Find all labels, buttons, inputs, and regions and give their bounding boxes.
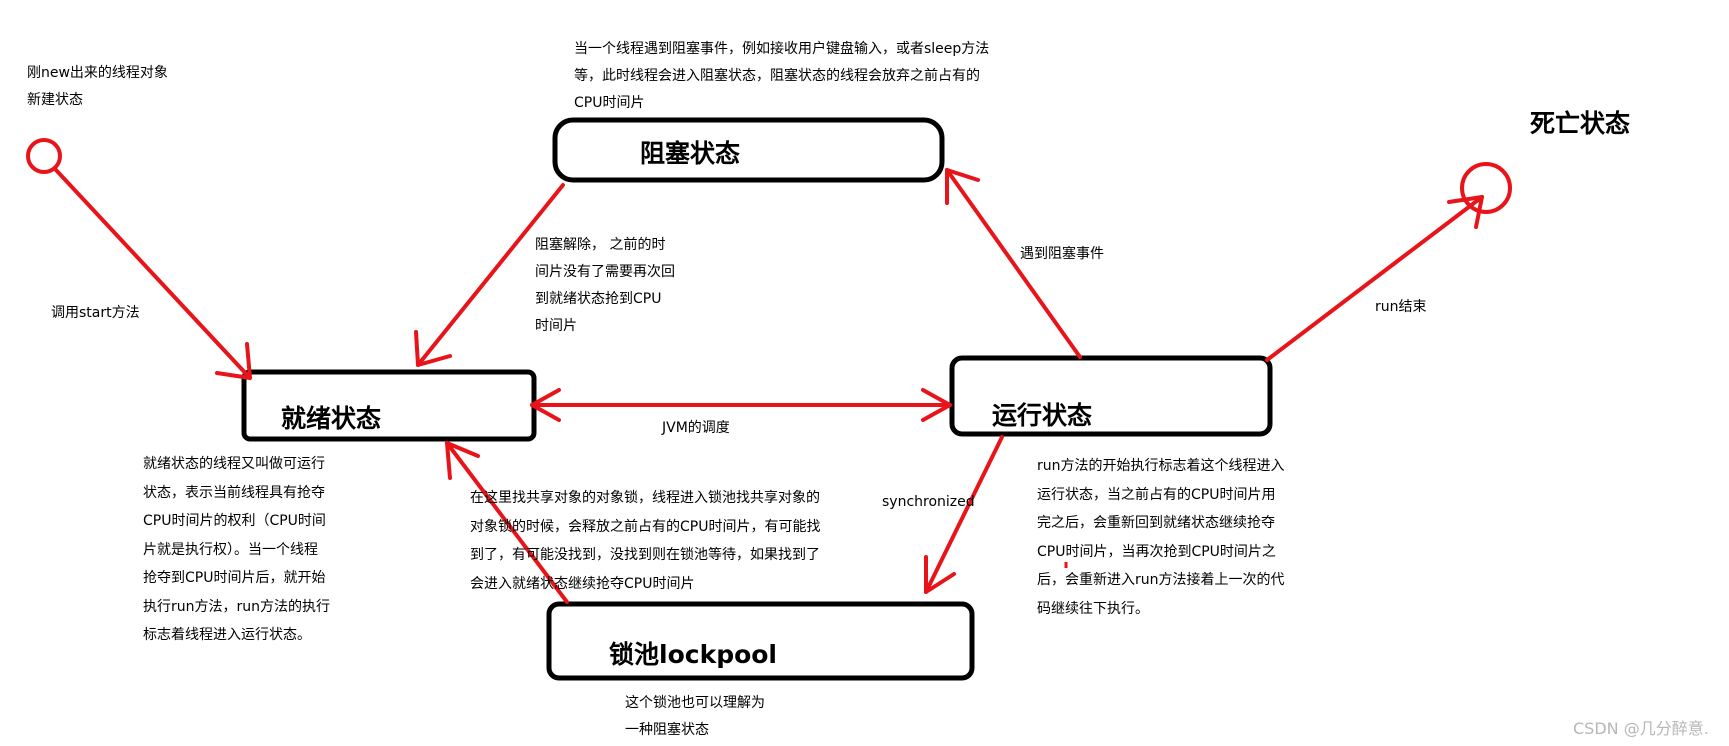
ready-description-line: 片就是执行权）。当一个线程: [143, 541, 318, 558]
blocked-state-box: [552, 117, 945, 183]
new-state-note: 刚new出来的线程对象 新建状态: [27, 60, 168, 114]
watermark: CSDN @几分醉意.: [1573, 719, 1709, 738]
ready-description-line: 就绪状态的线程又叫做可运行: [143, 456, 325, 472]
blocked-state-label: 阻塞状态: [640, 139, 741, 168]
blocked-description-line: 等，此时线程会进入阻塞状态，阻塞状态的线程会放弃之前占有的: [574, 68, 980, 84]
running-description-line: 后，会重新进入run方法接着上一次的代: [1037, 572, 1285, 588]
running-state-box: [949, 355, 1273, 437]
running-description-line: run方法的开始执行标志着这个线程进入: [1037, 458, 1285, 474]
lockpool-note-line: 这个锁池也可以理解为: [625, 695, 765, 711]
lockpool-state-label: 锁池lockpool: [609, 640, 778, 669]
dead-state-label: 死亡状态: [1530, 109, 1631, 138]
edge-label-unblock: 阻塞解除， 之前的时 间片没有了需要再次回 到就绪状态抢到CPU 时间片: [535, 232, 675, 340]
new-state-note-line: 新建状态: [27, 92, 83, 108]
blocked-description-line: 当一个线程遇到阻塞事件，例如接收用户键盘输入，或者sleep方法: [574, 41, 990, 57]
dead-state-circle: [1460, 162, 1512, 214]
lockpool-description-line: 在这里找共享对象的对象锁，线程进入锁池找共享对象的: [470, 490, 820, 506]
ready-description-line: 执行run方法，run方法的执行: [143, 598, 331, 615]
edge-label-run-end: run结束: [1375, 299, 1427, 315]
lockpool-description-line: 会进入就绪状态继续抢夺CPU时间片: [470, 575, 695, 592]
arrow-start: [54, 168, 252, 380]
lockpool-state-box: [546, 601, 975, 681]
edge-label-block-event: 遇到阻塞事件: [1020, 246, 1104, 262]
lockpool-description: 在这里找共享对象的对象锁，线程进入锁池找共享对象的 对象锁的时候，会释放之前占有…: [470, 484, 820, 598]
new-state-circle: [26, 138, 62, 174]
arrow-jvm-schedule: [530, 388, 952, 422]
new-state-note-line: 刚new出来的线程对象: [27, 65, 168, 81]
ready-description-line: 状态，表示当前线程具有抢夺: [143, 484, 325, 501]
edge-label-start: 调用start方法: [51, 305, 140, 321]
edge-label-jvm: JVM的调度: [662, 420, 730, 436]
arrow-unblock: [414, 183, 565, 367]
blocked-description-line: CPU时间片: [574, 95, 645, 111]
lockpool-description-line: 对象锁的时候，会释放之前占有的CPU时间片，有可能找: [470, 518, 821, 535]
running-description-line: 完之后，会重新回到就绪状态继续抢夺: [1037, 515, 1275, 531]
edge-label-unblock-line: 阻塞解除， 之前的时: [535, 237, 666, 253]
ready-description-line: 标志着线程进入运行状态。: [143, 627, 311, 643]
blocked-description: 当一个线程遇到阻塞事件，例如接收用户键盘输入，或者sleep方法 等，此时线程会…: [574, 36, 989, 117]
lockpool-note-line: 一种阻塞状态: [625, 722, 709, 738]
running-description-line: CPU时间片，当再次抢到CPU时间片之: [1037, 543, 1276, 560]
ready-description-line: CPU时间片的权利（CPU时间: [143, 513, 326, 529]
running-description-line: 运行状态，当之前占有的CPU时间片用: [1037, 486, 1276, 503]
running-state-label: 运行状态: [992, 401, 1093, 430]
ready-description-line: 抢夺到CPU时间片后，就开始: [143, 570, 326, 586]
arrow-synchronized: [924, 435, 1004, 594]
lockpool-note: 这个锁池也可以理解为 一种阻塞状态: [625, 690, 765, 744]
running-description: run方法的开始执行标志着这个线程进入 运行状态，当之前占有的CPU时间片用 完…: [1037, 452, 1285, 623]
edge-label-unblock-line: 到就绪状态抢到CPU: [535, 291, 662, 307]
ready-description: 就绪状态的线程又叫做可运行 状态，表示当前线程具有抢夺 CPU时间片的权利（CP…: [143, 450, 330, 650]
arrow-block-event: [945, 168, 1082, 359]
running-description-line: 码继续往下执行。: [1037, 600, 1149, 617]
ready-state-label: 就绪状态: [281, 404, 382, 433]
edge-label-unblock-line: 间片没有了需要再次回: [535, 264, 675, 280]
arrow-lock-acquired: [445, 441, 569, 604]
arrow-run-end: [1265, 195, 1484, 362]
edge-label-unblock-line: 时间片: [535, 318, 577, 334]
lockpool-description-line: 到了，有可能没找到，没找到则在锁池等待，如果找到了: [470, 547, 820, 563]
edge-label-synchronized: synchronized: [882, 494, 975, 510]
